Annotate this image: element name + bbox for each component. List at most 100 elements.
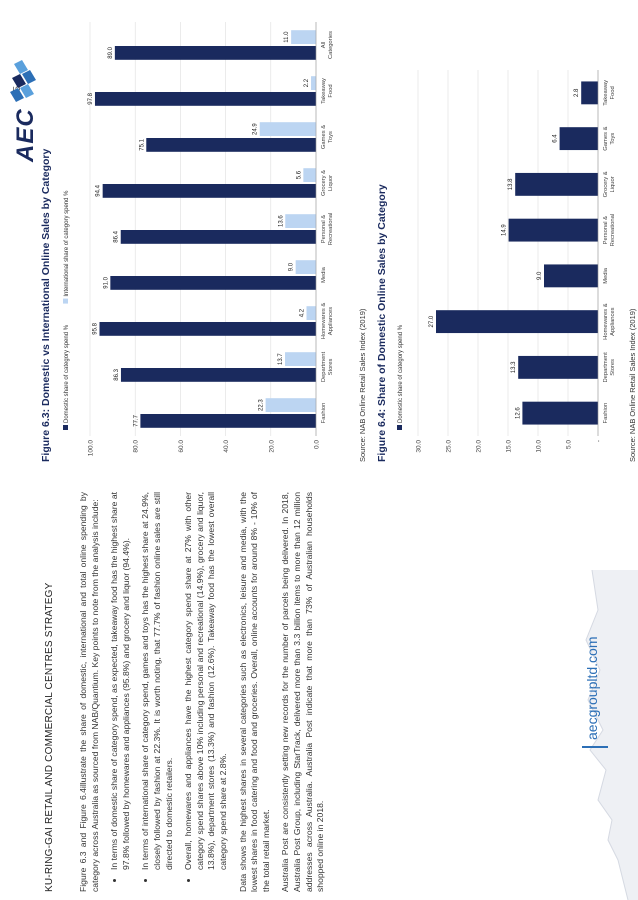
y-tick-label: 80.0 [133,440,140,453]
figure-6-3-source: Source: NAB Online Retail Sales Index (2… [358,308,367,462]
data-label: 91.0 [103,276,109,288]
data-label: 97.8 [88,92,94,104]
bar [94,91,316,106]
bar [306,306,316,320]
bar [120,368,316,382]
y-tick-label: 30.0 [416,440,423,453]
x-tick-label: Liquor [328,175,334,191]
x-tick-label: Stores [610,359,616,376]
figure-6-4-title: Figure 6.4: Share of Domestic Online Sal… [376,184,388,462]
x-tick-label: Appliances [610,307,616,335]
x-tick-label: Homewares & [321,303,327,340]
bar [311,76,317,90]
y-tick-label: 20.0 [268,440,275,453]
bar [291,30,316,44]
x-tick-label: Food [328,84,334,97]
data-label: 75.1 [139,138,145,150]
bar [285,214,317,228]
data-label: 9.0 [289,262,295,271]
key-points-list: In terms of domestic share of category s… [109,492,229,892]
y-tick-label: 60.0 [178,440,185,453]
data-label: 13.3 [511,361,517,373]
data-label: 14.9 [502,224,508,236]
y-tick-label: 0.0 [314,440,321,449]
left-column: KU-RING-GAI RETAIL AND COMMERCIAL CENTRE… [0,480,638,900]
x-tick-label: Toys [610,133,616,145]
x-tick-label: Food [610,86,616,99]
bar [110,276,317,290]
data-label: 13.6 [278,215,284,227]
x-tick-label: Department [321,351,327,382]
bar [285,352,316,366]
x-tick-label: All [321,42,327,48]
bar [544,264,598,288]
footer-divider [582,746,608,748]
x-tick-label: Fashion [603,403,609,424]
right-column: Figure 6.3: Domestic vs International On… [40,22,637,462]
x-tick-label: Recreational [328,213,334,246]
legend-label: Domestic share of category spend % [398,324,404,423]
online-share-paragraph: Data shows the highest shares in several… [237,492,271,892]
data-label: 2.2 [304,78,310,87]
x-tick-label: Homewares & [603,303,609,340]
x-tick-label: Personal & [321,215,327,243]
x-tick-label: Categories [328,31,334,59]
bar [559,127,599,151]
y-tick-label: 100.0 [88,440,95,457]
x-tick-label: Personal & [603,216,609,244]
data-label: 2.8 [574,88,580,97]
data-label: 77.7 [133,414,139,426]
bullet-domestic: In terms of domestic share of category s… [109,492,132,870]
data-label: 5.6 [296,170,302,179]
x-tick-label: Media [603,267,609,284]
legend-label: Domestic share of category spend % [64,324,70,423]
bar [265,398,317,412]
data-label: 4.2 [300,308,306,317]
x-tick-label: Toys [328,131,334,143]
data-label: 89.0 [108,46,114,58]
bullet-international: In terms of international share of categ… [140,492,175,870]
bar [522,401,598,425]
y-tick-label: 5.0 [566,440,573,449]
legend-swatch [63,425,68,430]
intro-paragraph: Figure 6.3 and Figure 6.4illustrate the … [78,492,100,892]
x-tick-label: Grocery & [603,171,609,197]
data-label: 86.3 [114,368,120,380]
data-label: 22.3 [259,399,265,411]
y-tick-label: 40.0 [223,440,230,453]
bar [259,122,316,136]
x-tick-label: Department [603,352,609,383]
legend-swatch [63,298,68,304]
footer-decoration [585,570,638,900]
data-label: 9.0 [537,271,543,280]
x-tick-label: Takeaway [603,80,609,106]
data-label: 12.6 [515,407,521,419]
x-tick-label: Liquor [610,176,616,192]
bullet-overall: Overall, homewares and appliances have t… [183,492,229,870]
y-tick-label: 25.0 [446,440,453,453]
data-label: 86.4 [114,230,120,242]
y-tick-label: 10.0 [536,440,543,453]
x-tick-label: Takeaway [321,78,327,104]
bar [515,172,598,196]
x-tick-label: Fashion [321,403,327,424]
data-label: 13.7 [278,353,284,365]
x-tick-label: Appliances [328,307,334,335]
data-label: 24.9 [253,123,259,135]
y-tick-label: 15.0 [506,440,513,453]
x-tick-label: Grocery & [321,170,327,196]
x-tick-label: Recreational [610,214,616,247]
logo-mark-icon [10,60,36,102]
data-label: 11.0 [284,31,290,43]
footer-url[interactable]: aecgroupltd.com [584,636,600,740]
bar [146,137,316,152]
bar [436,310,598,334]
figure-6-3-title: Figure 6.3: Domestic vs International On… [40,148,52,462]
bar [303,168,316,182]
x-tick-label: Stores [328,359,334,376]
data-label: 95.8 [92,322,98,334]
bar [581,81,598,105]
